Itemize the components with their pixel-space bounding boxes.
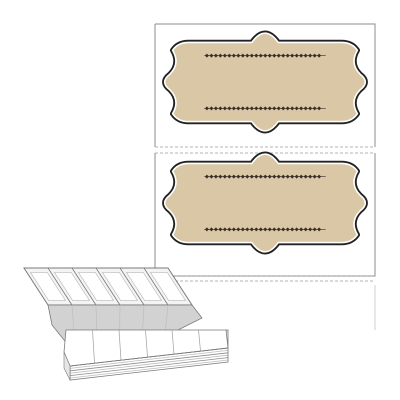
label-bottom — [165, 154, 366, 252]
fanfold-top-flap — [23, 267, 193, 306]
fanfold-stack-icon — [23, 267, 229, 381]
fanfold-stack-base — [63, 329, 229, 381]
label-top — [165, 33, 366, 131]
